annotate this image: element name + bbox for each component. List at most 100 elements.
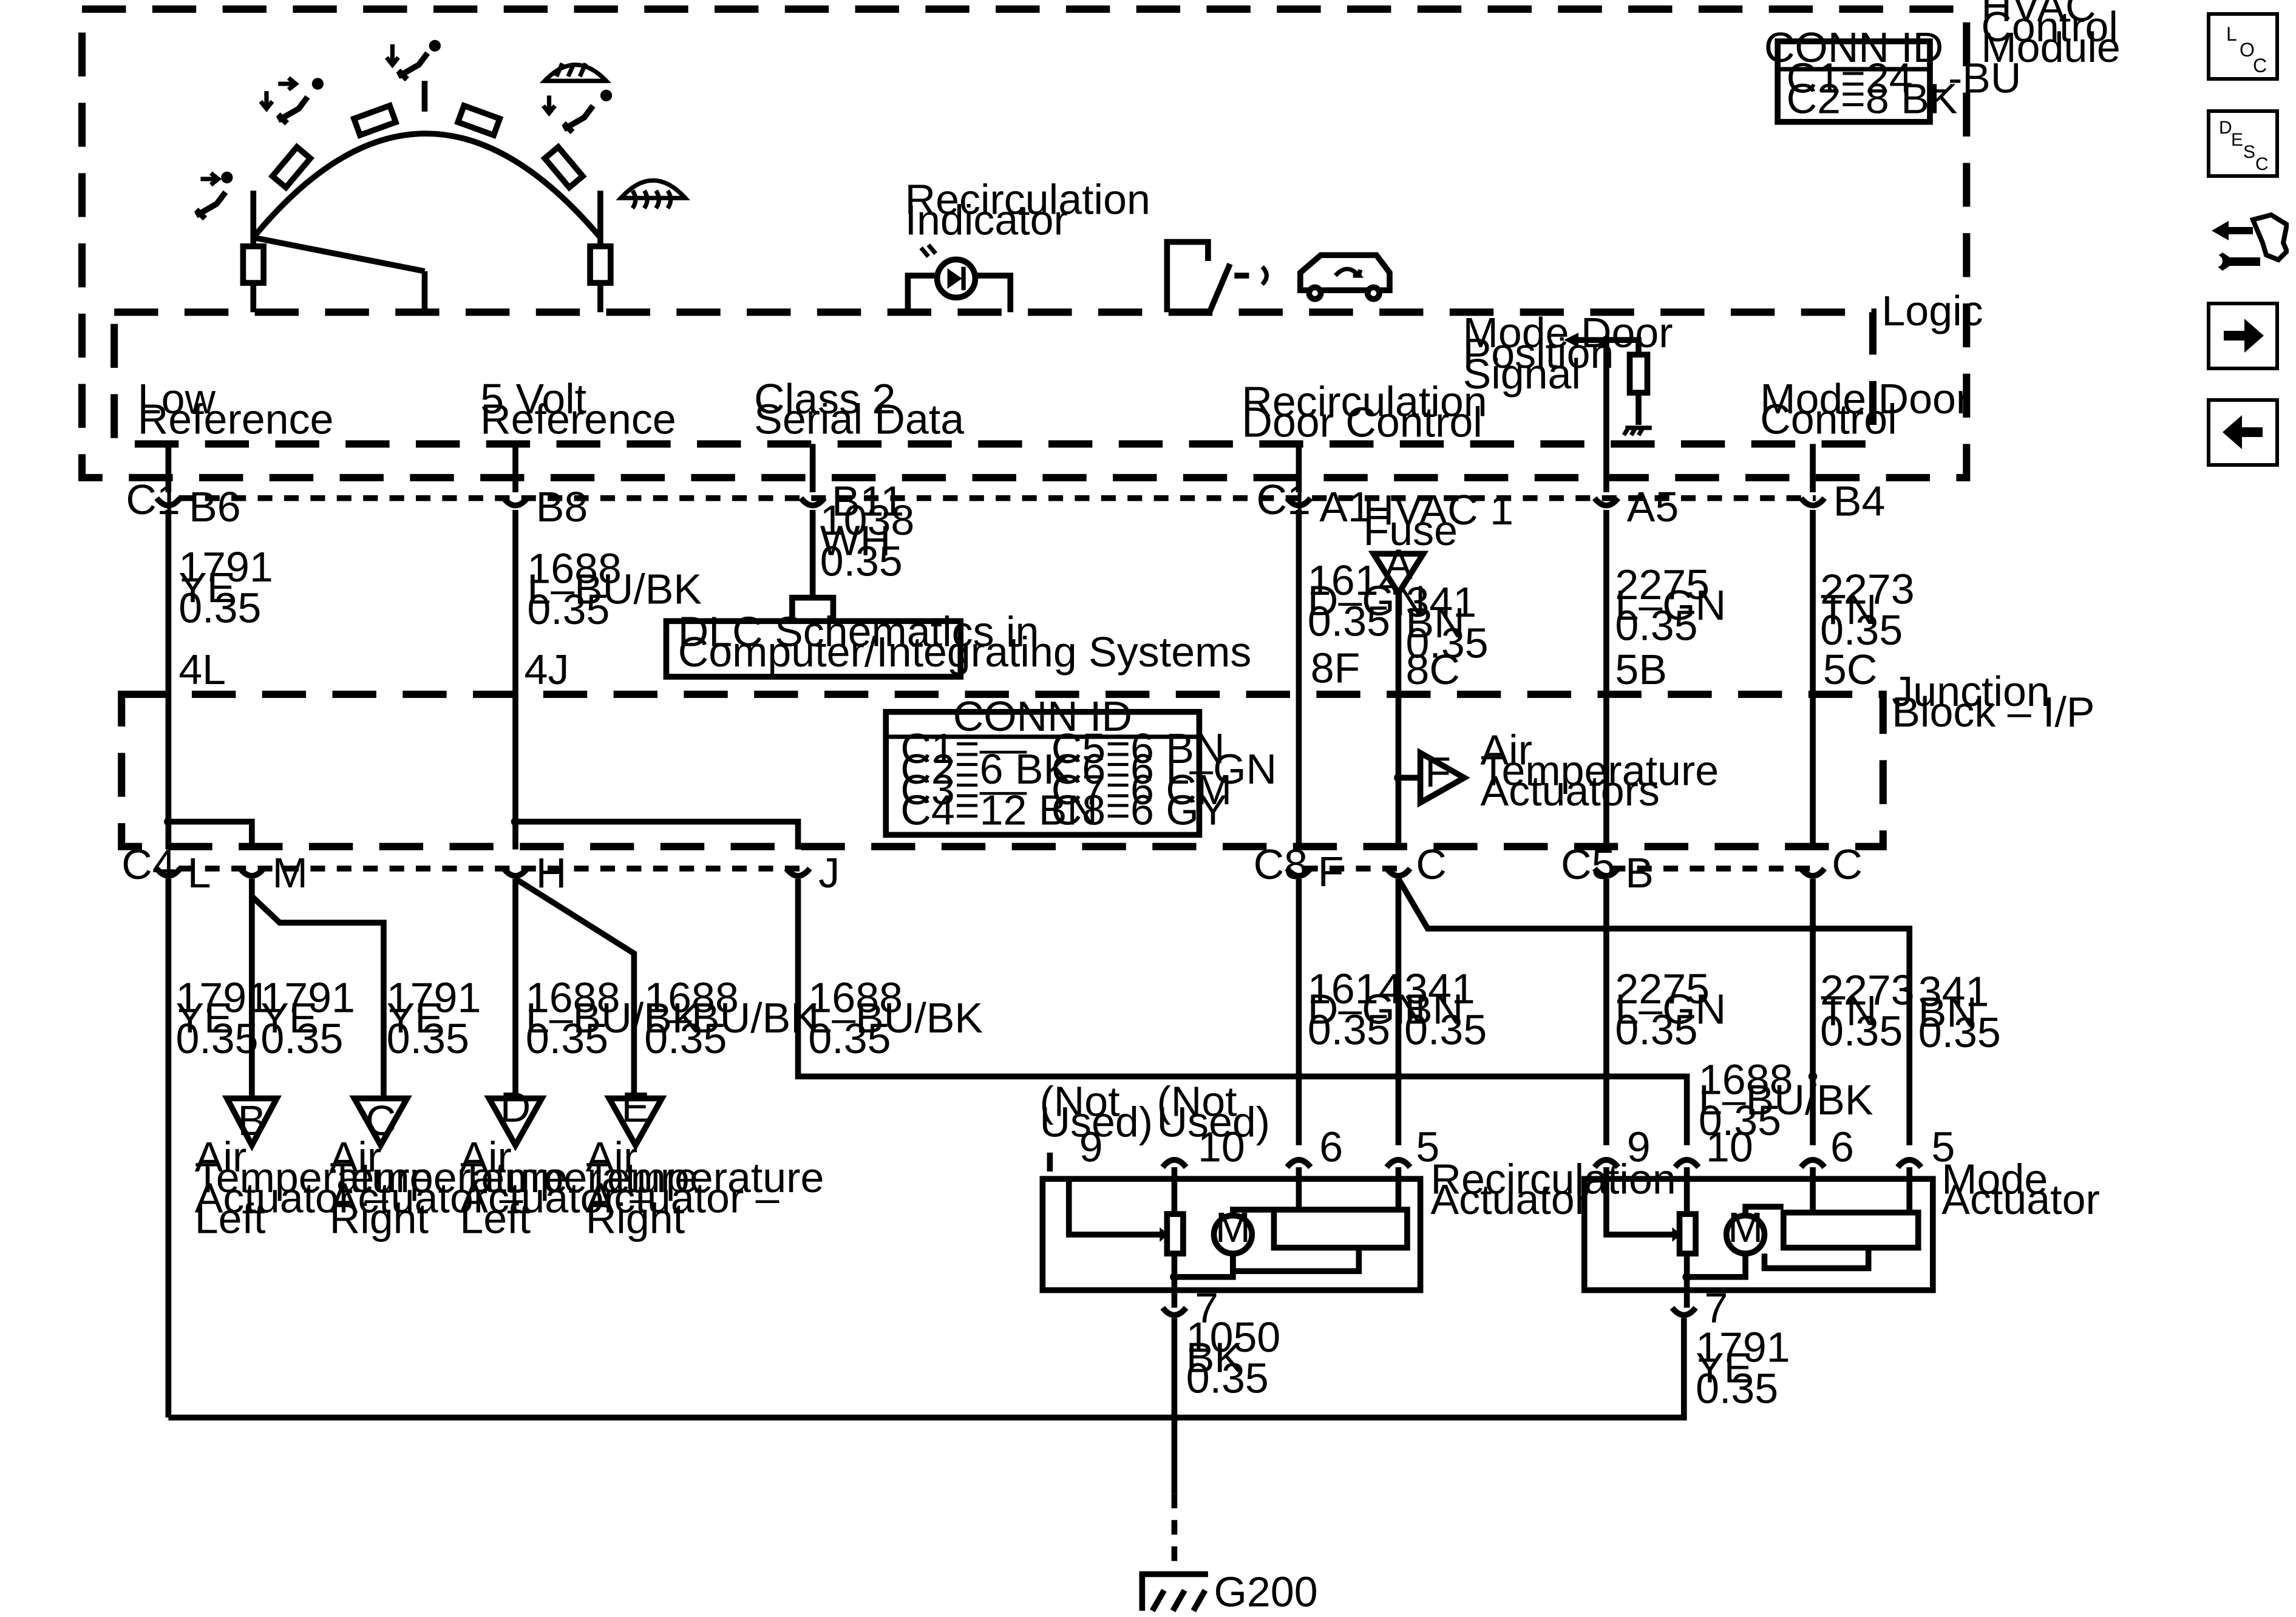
wire-1791-circuit: 1791 bbox=[178, 543, 273, 591]
lwire-1688-c-2: L–BU/BK bbox=[808, 994, 983, 1042]
lwire-1688-b-1: 1688 bbox=[644, 974, 739, 1021]
jb-pin-c8: C8 bbox=[1254, 841, 1308, 888]
arrow-left-icon bbox=[2223, 415, 2263, 449]
wire-1614-gauge: 0.35 bbox=[1308, 597, 1390, 645]
wire-1038-gauge: 0.35 bbox=[820, 537, 903, 585]
wire-2275-circuit: 2275 bbox=[1615, 561, 1710, 608]
act-c-label-1: Air bbox=[330, 1133, 381, 1181]
act-c-label-4: Right bbox=[330, 1195, 429, 1242]
dlc-label-1: DLC Schematics in bbox=[678, 608, 1039, 655]
lwire-1791-a-2: YE bbox=[175, 994, 232, 1042]
mode-pin-9: 9 bbox=[1627, 1123, 1651, 1170]
floor-mode-icon bbox=[384, 39, 441, 82]
wire-1688-gauge: 0.35 bbox=[527, 586, 610, 633]
act-d-label-1: Air bbox=[460, 1133, 511, 1181]
vent-mode-icon bbox=[194, 171, 233, 221]
lwire-2275-1: 2275 bbox=[1615, 965, 1710, 1012]
loc-button[interactable]: L O C bbox=[2207, 12, 2279, 81]
air-temp-actuators-ref-f bbox=[1417, 748, 1470, 808]
wire-341-circuit: 341 bbox=[1406, 578, 1477, 626]
lwire-2273-2: TN bbox=[1820, 987, 1877, 1034]
lwire-341-a-1: 341 bbox=[1404, 965, 1475, 1012]
lwire-2275-3: 0.35 bbox=[1615, 1006, 1697, 1053]
loc-letter-c: C bbox=[2253, 55, 2267, 76]
lwire-1688-a-3: 0.35 bbox=[526, 1015, 608, 1062]
act-b-label-4: Left bbox=[195, 1195, 266, 1242]
mode-pin-10: 10 bbox=[1706, 1123, 1753, 1170]
not-used-b-2: Used) bbox=[1156, 1098, 1270, 1145]
lwire-1688-d-2: L–BU/BK bbox=[1699, 1076, 1873, 1124]
fuse-label-2: Fuse bbox=[1364, 507, 1458, 554]
air-temp-label-2: Temperature bbox=[1481, 747, 1719, 794]
lwire-1050-3: 0.35 bbox=[1186, 1354, 1269, 1402]
wire-1038-color: WH bbox=[820, 517, 891, 564]
ref-letter-d: D bbox=[500, 1083, 531, 1131]
desc-letter-e: E bbox=[2231, 130, 2244, 150]
mode-pin-6: 6 bbox=[1830, 1123, 1854, 1170]
not-used-a-2: Used) bbox=[1040, 1098, 1153, 1145]
air-temp-label-3: Actuators bbox=[1481, 767, 1660, 815]
wire-2275-color: L–GN bbox=[1615, 581, 1726, 629]
lwire-1791-c-2: YE bbox=[387, 994, 443, 1042]
pin-b11: B11 bbox=[832, 478, 904, 525]
ref-letter-f: F bbox=[1425, 748, 1451, 796]
lwire-1614-3: 0.35 bbox=[1308, 1006, 1390, 1053]
hvac1-fuse: HVAC 1 Fuse A bbox=[1364, 486, 1513, 599]
desc-letter-s: S bbox=[2243, 142, 2256, 162]
jb-conn-c3: C3=–– bbox=[900, 766, 1027, 813]
module-conn-id-title: CONN ID bbox=[1764, 24, 1943, 71]
lwire-1688-b-3: 0.35 bbox=[644, 1015, 727, 1062]
recirc-indicator-label-2: Indicator bbox=[905, 196, 1068, 243]
jb-pin-c-2: C bbox=[1832, 841, 1863, 888]
lwire-1791-b-3: 0.35 bbox=[260, 1015, 343, 1062]
mode-actuator-label-1: Mode bbox=[1941, 1155, 2048, 1202]
junction-conn-id-box bbox=[883, 708, 1203, 838]
act-c-label-3: Actuator – bbox=[330, 1175, 523, 1222]
recirc-door-ctrl-label-2: Door Control bbox=[1241, 398, 1482, 446]
back-button[interactable] bbox=[2207, 398, 2279, 467]
hvac-control-module: HVAC Control Module CONN ID C1=24 L-BU C… bbox=[78, 0, 2121, 481]
fuse-letter: A bbox=[1384, 540, 1413, 588]
forward-button[interactable] bbox=[2207, 302, 2279, 370]
recirc-pin-5: 5 bbox=[1416, 1123, 1439, 1170]
desc-letter-c: C bbox=[2255, 154, 2269, 174]
pin-c1-b: C1 bbox=[1256, 476, 1310, 523]
ground-label: G200 bbox=[1214, 1568, 1318, 1616]
wire-1688-circuit: 1688 bbox=[527, 545, 622, 592]
mode-pin-5: 5 bbox=[1931, 1123, 1955, 1170]
recirc-indicator-label-1: Recirculation bbox=[905, 176, 1150, 223]
ground-g200: G200 bbox=[1139, 1568, 1318, 1616]
jb-pin-h: H bbox=[536, 849, 567, 897]
module-conn-c2: C2=8 BK bbox=[1787, 75, 1958, 122]
lwire-1688-c-1: 1688 bbox=[808, 974, 903, 1021]
jb-pin-m: M bbox=[273, 849, 308, 897]
jb-pin-c: C bbox=[1416, 841, 1447, 888]
class2-label-2: Serial Data bbox=[754, 396, 964, 443]
wire-2275-gauge: 0.35 bbox=[1615, 602, 1697, 649]
service-tool-button[interactable] bbox=[2207, 205, 2290, 278]
lwire-1688-a-1: 1688 bbox=[526, 974, 620, 1021]
wire-1791-color: YE bbox=[178, 564, 235, 611]
lwire-2275-2: L–GN bbox=[1615, 986, 1726, 1033]
jb-conn-c7: C7=6 CM bbox=[1051, 766, 1232, 813]
jb-conn-c4: C4=12 BN bbox=[900, 787, 1098, 834]
wire-1791-gauge: 0.35 bbox=[178, 585, 261, 632]
not-used-b-1: (Not bbox=[1156, 1078, 1237, 1125]
wire-341-color: BN bbox=[1406, 599, 1465, 646]
jb-conn-c1: C1=–– bbox=[900, 725, 1027, 772]
desc-button[interactable]: D E S C bbox=[2207, 109, 2279, 178]
ref-letter-b: B bbox=[238, 1097, 267, 1144]
mode-door-ctrl-label-1: Mode Door bbox=[1760, 375, 1970, 422]
lower-wire-labels: 1791 YE 0.35 1791 YE 0.35 1791 YE 0.35 1… bbox=[175, 965, 2000, 1412]
lwire-1791-c-3: 0.35 bbox=[387, 1015, 469, 1062]
low-ref-label-2: Reference bbox=[138, 396, 334, 443]
pin-a5: A5 bbox=[1627, 483, 1679, 531]
actuator-ref-d: D Air Temperature Actuator – Left bbox=[460, 1083, 698, 1242]
recirc-switch bbox=[1164, 239, 1393, 314]
lwire-1791-b-2: YE bbox=[260, 994, 317, 1042]
lwire-1791-d-1: 1791 bbox=[1696, 1324, 1790, 1371]
lwire-1791-c-1: 1791 bbox=[387, 974, 481, 1021]
lwire-1791-a-3: 0.35 bbox=[175, 1015, 258, 1062]
recirc-actuator-label-2: Actuator bbox=[1431, 1176, 1589, 1223]
